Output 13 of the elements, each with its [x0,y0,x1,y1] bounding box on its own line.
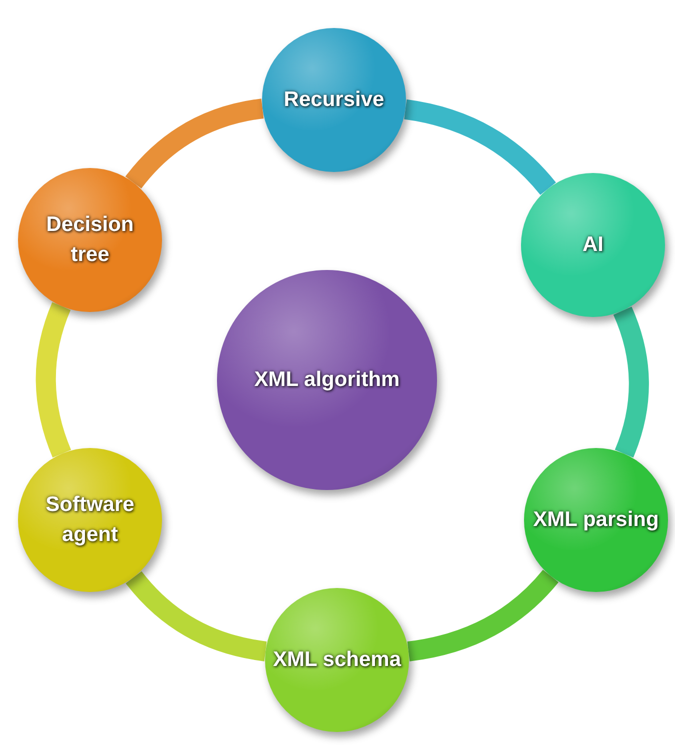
ring-connector [404,99,556,196]
node-label: AI [582,232,604,258]
node-label: Software agent [44,492,136,548]
ring-connector [36,302,72,458]
node-label: XML algorithm [253,366,401,393]
ring-connector [613,306,649,458]
node-label: XML schema [272,646,402,673]
ring-connector [126,570,268,662]
node-label: Recursive [282,86,386,113]
ring-connector [126,98,264,189]
ring-connector [407,570,558,662]
node-label: Decision tree [45,212,135,268]
node-label: XML parsing [532,506,660,533]
